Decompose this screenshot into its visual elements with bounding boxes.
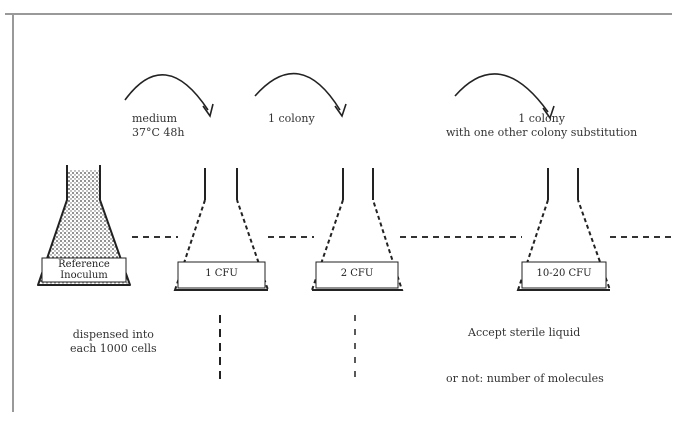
- flask-2-label: 2 CFU: [340, 268, 374, 279]
- flask-reference: [37, 165, 131, 286]
- transfer-arrow-1: [124, 74, 209, 111]
- note-accept: Accept sterile liquid: [468, 326, 581, 339]
- flask-1-label: 1 CFU: [205, 268, 238, 279]
- flask-1: [173, 168, 270, 291]
- flask-reference-label: Reference Inoculum: [58, 259, 110, 281]
- note-molecules: or not: number of molecules: [446, 372, 604, 385]
- arrowhead-2: [334, 103, 347, 118]
- transfer-label-1: medium 37°C 48h: [132, 112, 185, 139]
- transfer-arrow-2: [254, 72, 341, 111]
- transfer-arrow-3: [454, 73, 549, 113]
- flask-3-label: 10-20 CFU: [536, 268, 592, 279]
- flask-2: [310, 168, 404, 291]
- transfer-label-2: 1 colony: [268, 112, 315, 125]
- flask-3: [516, 168, 612, 291]
- note-dispense: dispensed into each 1000 cells: [70, 328, 157, 355]
- arrowhead-3: [542, 105, 555, 120]
- transfer-label-3: 1 colony with one other colony substitut…: [446, 112, 638, 139]
- arrowhead-1: [202, 103, 214, 118]
